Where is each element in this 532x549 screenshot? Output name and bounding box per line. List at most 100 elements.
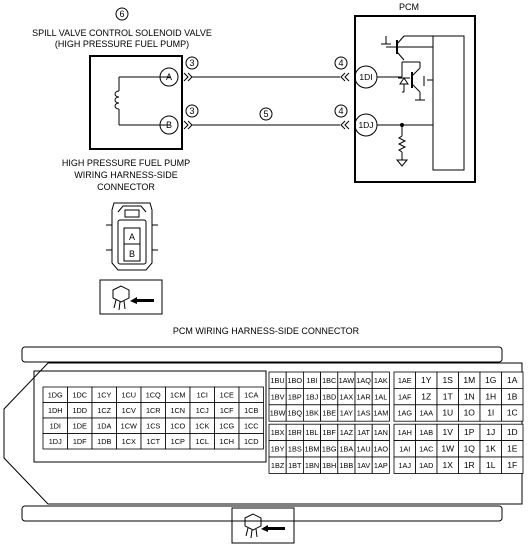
pcm-connector-title: PCM WIRING HARNESS-SIDE CONNECTOR — [173, 326, 360, 336]
pin-label-1g: 1G — [485, 375, 496, 385]
pin-label-1bq: 1BQ — [287, 409, 302, 418]
pump-connector-face: A B — [106, 202, 158, 271]
pin-label-1af: 1AF — [398, 392, 412, 401]
pin-label-1cj: 1CJ — [196, 406, 209, 415]
pcm-connector-chevron-top — [340, 72, 350, 82]
pin-label-1ce: 1CE — [220, 390, 234, 399]
pcm-connector-chevron-bottom — [340, 120, 350, 130]
pin-label-1v: 1V — [443, 427, 454, 437]
pcm-component-box — [354, 15, 476, 183]
callout-5: 5 — [259, 107, 273, 121]
pump-connector-label-line3: CONNECTOR — [97, 182, 155, 192]
pin-label-1n: 1N — [464, 391, 475, 401]
pin-label-1a: 1A — [507, 375, 518, 385]
pin-label-1br: 1BR — [288, 428, 302, 437]
pin-label-1bv: 1BV — [271, 392, 285, 401]
pin-label-1cv: 1CV — [122, 406, 136, 415]
pin-label-1w: 1W — [441, 444, 454, 454]
pin-label-1dh: 1DH — [48, 406, 63, 415]
pin-label-1b: 1B — [507, 391, 518, 401]
pin-label-1at: 1AT — [357, 428, 370, 437]
callout-6: 6 — [115, 7, 129, 21]
pin-label-1cf: 1CF — [220, 406, 234, 415]
pin-label-1ck: 1CK — [195, 421, 209, 430]
pin-label-1cz: 1CZ — [97, 406, 111, 415]
pin-label-1ba: 1BA — [340, 445, 354, 454]
pin-label-1dg: 1DG — [48, 390, 63, 399]
pin-label-1aw: 1AW — [339, 376, 355, 385]
pin-label-1d: 1D — [507, 427, 518, 437]
callout-3-bottom-number: 3 — [189, 106, 194, 116]
pin-label-1aj: 1AJ — [398, 461, 411, 470]
pin-label-1cg: 1CG — [219, 421, 234, 430]
pump-connector-label-line2: WIRING HARNESS-SIDE — [74, 170, 178, 180]
pin-label-1bs: 1BS — [288, 445, 302, 454]
pin-label-1bo: 1BO — [287, 376, 302, 385]
pin-label-1z: 1Z — [421, 391, 431, 401]
pin-label-1dd: 1DD — [72, 406, 87, 415]
pin-label-1cs: 1CS — [146, 421, 160, 430]
pin-label-1q: 1Q — [464, 444, 476, 454]
pin-label-1ab: 1AB — [419, 428, 433, 437]
pin-label-1c: 1C — [507, 408, 518, 418]
pin-label-1cq: 1CQ — [146, 390, 161, 399]
pin-label-1bf: 1BF — [323, 428, 337, 437]
pump-connector-chevron-bottom — [183, 120, 193, 130]
pin-label-1cu: 1CU — [121, 390, 136, 399]
pin-label-1ae: 1AE — [398, 376, 412, 385]
pin-label-1bh: 1BH — [322, 461, 336, 470]
callout-3-top-number: 3 — [189, 58, 194, 68]
pin-label-1bn: 1BN — [305, 461, 319, 470]
pump-component-box — [89, 55, 183, 150]
callout-6-number: 6 — [119, 9, 124, 19]
pump-title-line1: SPILL VALVE CONTROL SOLENOID VALVE — [32, 28, 212, 38]
pin-label-1cw: 1CW — [121, 421, 137, 430]
pin-label-1da: 1DA — [97, 421, 111, 430]
callout-4-top: 4 — [334, 56, 348, 70]
pin-label-1cm: 1CM — [170, 390, 185, 399]
pin-label-1ah: 1AH — [398, 428, 412, 437]
pin-label-1dc: 1DC — [72, 390, 87, 399]
pcm-internal-block — [432, 35, 465, 171]
connector-view-icon-top — [99, 279, 163, 315]
pin-label-1az: 1AZ — [340, 428, 354, 437]
pin-label-1bu: 1BU — [270, 376, 284, 385]
pin-label-1ao: 1AO — [373, 445, 388, 454]
pin-label-1ai: 1AI — [399, 445, 410, 454]
pin-label-1as: 1AS — [357, 409, 371, 418]
pin-cell — [501, 456, 524, 474]
pin-label-1ar: 1AR — [356, 392, 370, 401]
callout-5-number: 5 — [263, 109, 268, 119]
pin-label-1ct: 1CT — [146, 437, 160, 446]
pin-label-1s: 1S — [443, 375, 454, 385]
pin-label-1cc: 1CC — [244, 421, 259, 430]
pin-label-1m: 1M — [463, 375, 475, 385]
pin-label-1r: 1R — [464, 460, 475, 470]
pin-label-1cd: 1CD — [244, 437, 259, 446]
pin-label-1bg: 1BG — [322, 445, 337, 454]
pump-face-pin-a: A — [129, 232, 135, 242]
callout-4-bottom-number: 4 — [338, 106, 343, 116]
pin-label-1bm: 1BM — [304, 445, 319, 454]
pin-label-1by: 1BY — [271, 445, 285, 454]
pin-label-1cn: 1CN — [170, 406, 185, 415]
pump-terminal-a: A — [159, 67, 179, 87]
callout-4-top-number: 4 — [338, 58, 343, 68]
pin-label-1ad: 1AD — [419, 461, 433, 470]
pump-title-line2: (HIGH PRESSURE FUEL PUMP) — [55, 39, 189, 49]
pin-label-1t: 1T — [443, 391, 453, 401]
pin-label-1bi: 1BI — [307, 376, 318, 385]
pump-terminal-a-label: A — [166, 72, 172, 82]
pin-label-1ci: 1CI — [197, 390, 208, 399]
pin-label-1di: 1DI — [50, 421, 61, 430]
pin-label-1bd: 1BD — [322, 392, 336, 401]
pump-face-pin-b: B — [129, 249, 135, 259]
pcm-terminal-1dj-label: 1DJ — [358, 120, 373, 130]
pin-label-1bp: 1BP — [288, 392, 302, 401]
pcm-terminal-1di: 1DI — [354, 65, 378, 89]
connector-view-icon-bottom — [231, 507, 295, 544]
